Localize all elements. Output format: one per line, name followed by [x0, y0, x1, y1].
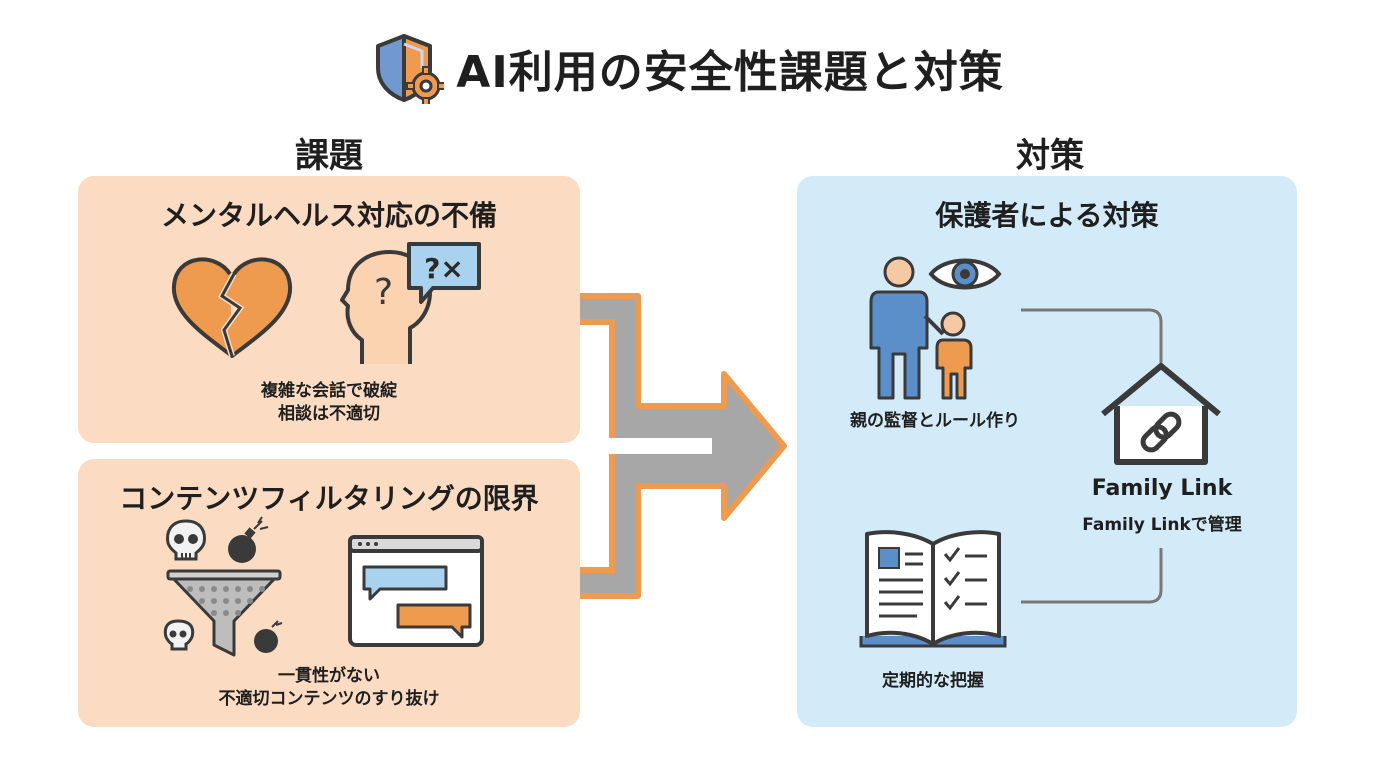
- mental-health-title: メンタルヘルス対応の不備: [160, 199, 497, 232]
- mental-health-caption: 複雑な会話で破綻 相談は不適切: [78, 380, 580, 426]
- house-link-icon: [1101, 363, 1221, 465]
- broken-heart-icon: [171, 257, 293, 358]
- mental-health-caption-line1: 複雑な会話で破綻: [261, 381, 397, 401]
- review-caption: 定期的な把握: [882, 671, 984, 691]
- bomb-icon: [228, 516, 269, 563]
- content-filter-caption-line1: 一貫性がない: [278, 666, 380, 686]
- skull-icon: [163, 619, 195, 651]
- eye-icon: [928, 258, 1002, 290]
- svg-text:?: ?: [374, 272, 393, 313]
- family-link-name: Family Link: [1091, 476, 1233, 501]
- open-checklist-book-icon: [859, 530, 1007, 648]
- flow-arrow: [580, 293, 787, 599]
- family-link-caption: Family Linkで管理: [1082, 515, 1242, 535]
- chat-window-icon: [348, 535, 484, 647]
- content-filter-caption-line2: 不適切コンテンツのすり抜け: [218, 689, 440, 709]
- mental-health-caption-line2: 相談は不適切: [278, 404, 380, 424]
- parental-caption: 親の監督とルール作り: [850, 411, 1020, 431]
- shield-gear-icon: [376, 34, 445, 104]
- page-title: AI利用の安全性課題と対策: [456, 47, 1004, 98]
- parental-measures-title: 保護者による対策: [935, 199, 1159, 232]
- issues-heading: 課題: [295, 136, 363, 176]
- skull-icon: [166, 519, 206, 561]
- filter-group: [163, 516, 283, 657]
- title-row: AI利用の安全性課題と対策: [0, 30, 1376, 106]
- content-filter-panel: コンテンツフィルタリングの限界: [78, 459, 580, 727]
- bomb-icon: [254, 620, 283, 653]
- parent-child-icon: [869, 256, 973, 400]
- measures-heading: 対策: [1016, 136, 1084, 176]
- connector-lines: [1021, 308, 1163, 604]
- bubble-text: ?×: [424, 252, 464, 285]
- question-cross-bubble-icon: ?×: [407, 242, 481, 304]
- mental-health-panel: メンタルヘルス対応の不備 ? ?× 複雑な会話で破綻 相談は不適切: [78, 176, 580, 443]
- content-filter-caption: 一貫性がない 不適切コンテンツのすり抜け: [78, 665, 580, 711]
- funnel-filter-icon: [166, 569, 282, 657]
- parental-measures-panel: 保護者による対策 親の監督とルール作り Family Link Family L…: [797, 176, 1297, 727]
- content-filter-title: コンテンツフィルタリングの限界: [119, 482, 539, 515]
